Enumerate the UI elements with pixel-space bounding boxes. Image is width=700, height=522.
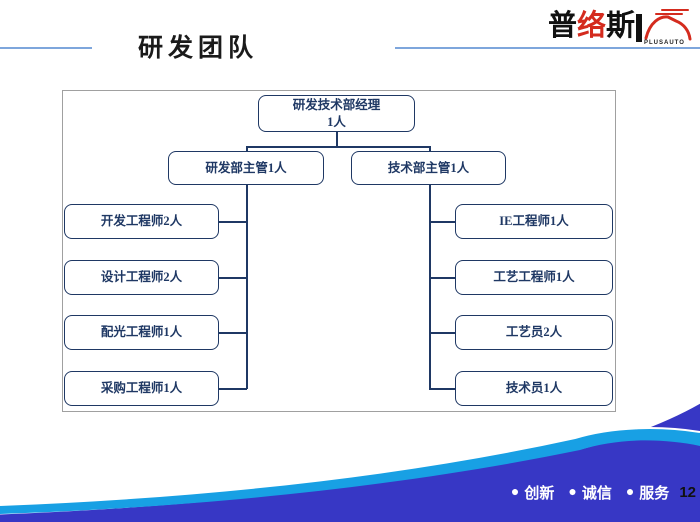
header-underline-right <box>395 47 700 49</box>
org-leaf-box: 开发工程师2人 <box>64 204 219 239</box>
org-leaf-label: 设计工程师2人 <box>100 270 183 285</box>
footer-item-label: 创新 <box>524 486 555 502</box>
connector-line <box>336 132 338 146</box>
header-underline-left <box>0 47 92 49</box>
connector-line <box>219 388 247 390</box>
connector-line <box>429 332 456 334</box>
page-title: 研发团队 <box>138 34 259 62</box>
org-root-count: 1人 <box>327 114 346 129</box>
connector-line <box>246 146 248 152</box>
connector-line <box>429 277 456 279</box>
connector-line <box>429 146 431 152</box>
org-leaf-label: 工艺工程师1人 <box>493 270 575 285</box>
org-leaf-label: 配光工程师1人 <box>100 325 183 340</box>
logo-char-2: 络 <box>577 10 607 42</box>
page-number: 12 <box>679 484 696 501</box>
org-leaf-box: 设计工程师2人 <box>64 260 219 295</box>
connector-line <box>219 221 247 223</box>
org-leaf-label: 开发工程师2人 <box>100 214 183 229</box>
connector-line <box>219 277 247 279</box>
org-manager-box-left: 研发部主管1人 <box>168 151 324 185</box>
org-leaf-box: 工艺工程师1人 <box>455 260 613 295</box>
org-leaf-box: 采购工程师1人 <box>64 371 219 406</box>
org-root-label: 研发技术部经理 <box>292 98 381 113</box>
car-icon <box>636 9 692 42</box>
bullet-icon: ● <box>625 484 635 500</box>
logo-subtext: PLUSAUTO <box>644 40 685 46</box>
bullet-icon: ● <box>568 484 577 500</box>
org-manager-label: 研发部主管1人 <box>205 160 287 175</box>
connector-line <box>219 332 247 334</box>
org-leaf-box: IE工程师1人 <box>455 204 613 239</box>
org-leaf-label: 采购工程师1人 <box>100 381 183 396</box>
connector-line <box>246 185 248 389</box>
footer-slogan: ● 创新 ● 诚信 ● 服务 12 <box>497 482 696 503</box>
bullet-icon: ● <box>510 484 520 500</box>
org-chart-frame <box>62 90 616 412</box>
footer-item-label: 服务 <box>639 486 670 502</box>
company-logo: 普络斯 PLUSAUTO <box>548 6 696 50</box>
connector-line <box>429 221 456 223</box>
org-leaf-label: 工艺员2人 <box>505 325 563 340</box>
org-leaf-label: IE工程师1人 <box>499 214 569 229</box>
connector-line <box>246 146 430 148</box>
org-leaf-box: 技术员1人 <box>455 371 613 406</box>
connector-line <box>429 388 456 390</box>
org-leaf-box: 配光工程师1人 <box>64 315 219 350</box>
org-manager-box-right: 技术部主管1人 <box>351 151 506 185</box>
logo-text: 普络斯 <box>548 6 635 46</box>
org-manager-label: 技术部主管1人 <box>387 160 470 175</box>
footer-item-label: 诚信 <box>581 486 612 502</box>
org-leaf-box: 工艺员2人 <box>455 315 613 350</box>
logo-char-3: 斯 <box>606 10 636 42</box>
org-leaf-label: 技术员1人 <box>505 381 563 396</box>
logo-char-1: 普 <box>548 10 578 42</box>
footer-wave <box>0 400 700 522</box>
connector-line <box>429 185 431 389</box>
org-root-box: 研发技术部经理 1人 <box>258 95 415 132</box>
